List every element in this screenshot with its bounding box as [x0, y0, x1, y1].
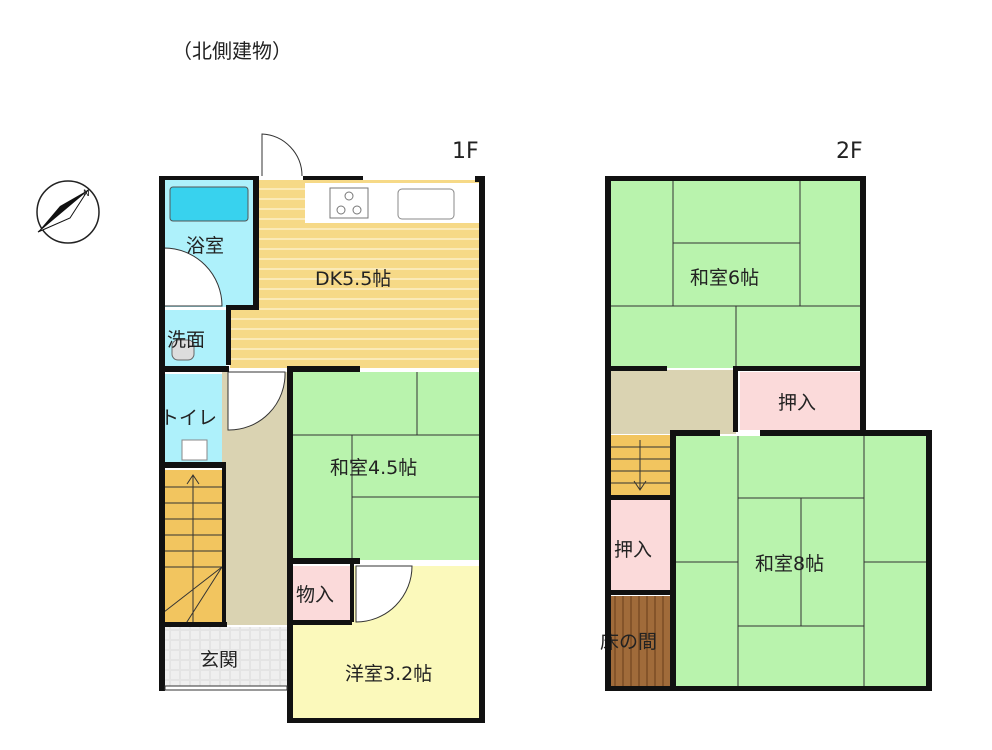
north-arrow-icon: N: [36, 180, 100, 244]
room-label-washitsu-6: 和室6帖: [690, 267, 759, 289]
entry-door: [261, 133, 303, 177]
stairs-1f: [163, 470, 223, 626]
room-label-washitsu-8: 和室8帖: [755, 553, 824, 575]
room-washitsu-4-5: [292, 372, 480, 560]
room-label-entrance: 玄関: [200, 649, 238, 671]
building-title: （北側建物）: [172, 39, 292, 63]
room-yoshitsu: [292, 622, 480, 718]
room-storage: [292, 566, 352, 622]
floor-1f: 浴室 洗面 DK5.5帖 トイレ 玄関: [159, 133, 485, 724]
room-label-storage: 物入: [296, 584, 334, 606]
room-label-yoshitsu: 洋室3.2帖: [345, 663, 432, 685]
compass-label: N: [83, 189, 90, 199]
room-label-tokonoma: 床の間: [600, 631, 657, 653]
room-closet-top: [740, 372, 860, 430]
room-label-washitsu-4-5: 和室4.5帖: [330, 457, 417, 479]
room-label-bath: 浴室: [186, 235, 224, 257]
room-closet-left: [610, 500, 670, 590]
stove-icon: [329, 187, 369, 219]
room-washitsu-6: [610, 180, 862, 368]
landing: [610, 370, 736, 434]
room-label-washroom: 洗面: [167, 329, 205, 351]
room-tokonoma: [610, 596, 674, 688]
room-label-closet-top: 押入: [778, 392, 816, 414]
room-label-closet-left: 押入: [614, 539, 652, 561]
stairs-2f: [610, 435, 670, 495]
floor-label-1f: 1F: [452, 139, 479, 164]
room-label-dk: DK5.5帖: [315, 268, 391, 290]
room-washitsu-8: [676, 436, 928, 688]
room-entrance: [164, 627, 290, 689]
floor-2f: 和室6帖 押入 押入 床の間 和室8帖: [600, 176, 932, 691]
sink-icon: [397, 188, 455, 220]
floor-label-2f: 2F: [836, 139, 863, 164]
room-label-toilet: トイレ: [160, 407, 217, 429]
